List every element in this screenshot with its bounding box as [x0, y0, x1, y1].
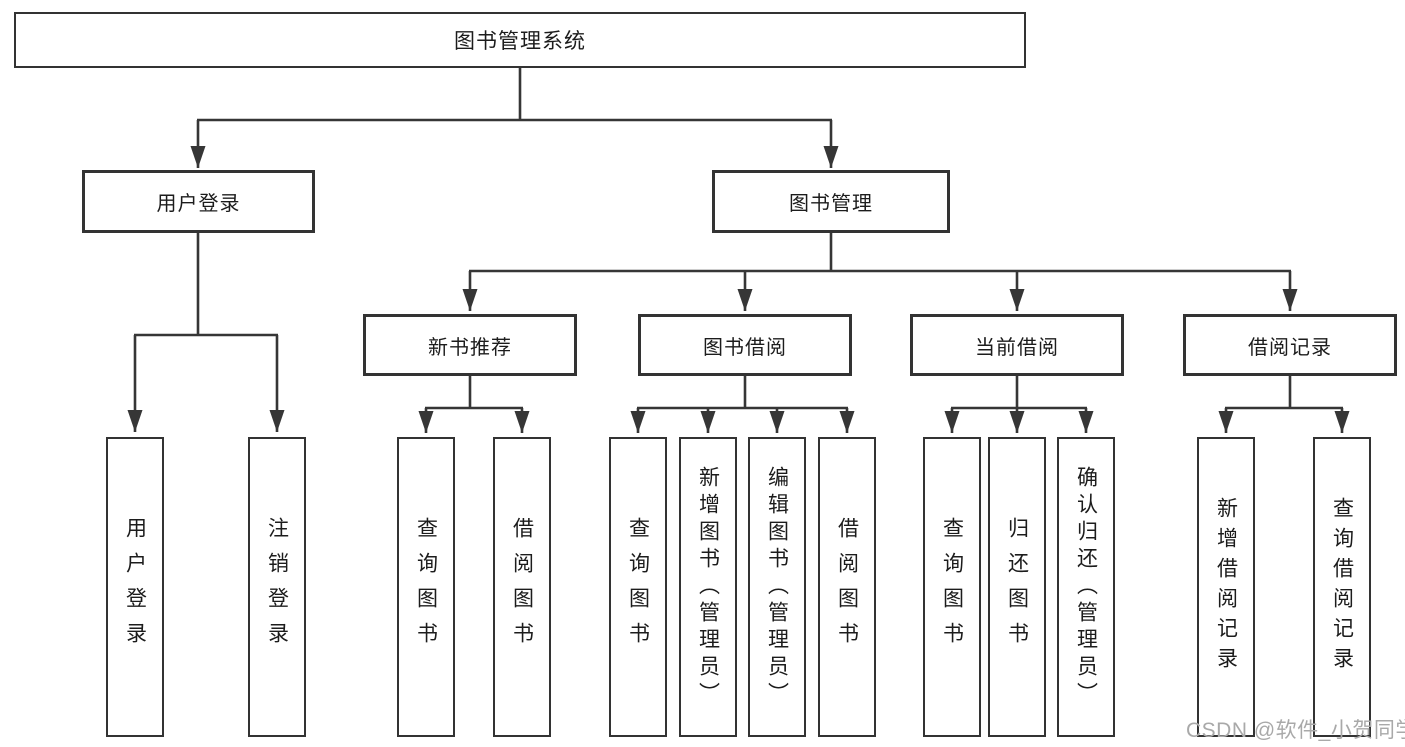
leaf-query-borrow-record: 查询借阅记录 [1313, 437, 1371, 737]
node-borrow-records: 借阅记录 [1183, 314, 1397, 376]
leaf-edit-books-admin: 编辑图书（管理员） [748, 437, 806, 737]
leaf-add-borrow-record: 新增借阅记录 [1197, 437, 1255, 737]
node-current-borrow: 当前借阅 [910, 314, 1124, 376]
leaf-user-login: 用户登录 [106, 437, 164, 737]
leaf-query-books-borrow: 查询图书 [609, 437, 667, 737]
leaf-query-books-current: 查询图书 [923, 437, 981, 737]
leaf-logout: 注销登录 [248, 437, 306, 737]
leaf-borrow-books: 借阅图书 [818, 437, 876, 737]
leaf-confirm-return-admin: 确认归还（管理员） [1057, 437, 1115, 737]
node-book-management: 图书管理 [712, 170, 950, 233]
leaf-add-books-admin: 新增图书（管理员） [679, 437, 737, 737]
leaf-borrow-books-recommend: 借阅图书 [493, 437, 551, 737]
node-book-borrow: 图书借阅 [638, 314, 852, 376]
node-library-management-system: 图书管理系统 [14, 12, 1026, 68]
leaf-return-books: 归还图书 [988, 437, 1046, 737]
leaf-query-books-recommend: 查询图书 [397, 437, 455, 737]
node-user-login: 用户登录 [82, 170, 315, 233]
node-new-book-recommendation: 新书推荐 [363, 314, 577, 376]
watermark: CSDN @软件_小贺同学 [1186, 719, 1405, 742]
